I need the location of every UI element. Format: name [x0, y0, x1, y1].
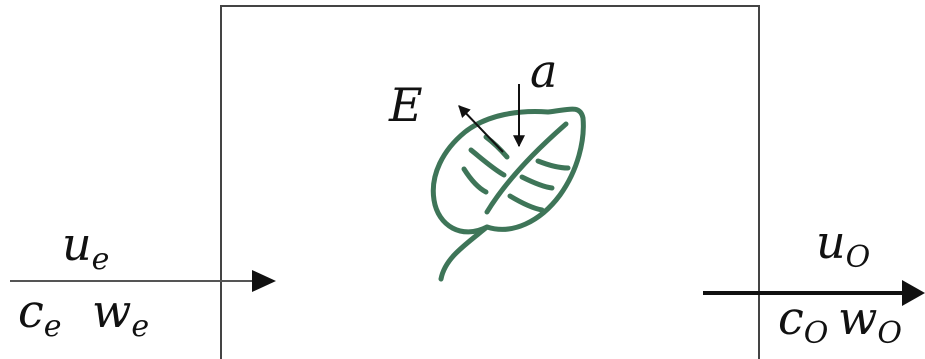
- outlet-arrowhead: [902, 280, 925, 306]
- label-outlet-concentration: cO: [778, 291, 828, 351]
- inlet-concentration-subscript: e: [44, 309, 62, 344]
- inlet-humidity-symbol: w: [92, 284, 131, 338]
- control-volume-box: [221, 6, 759, 359]
- label-inlet-concentration: ce: [18, 284, 62, 344]
- outlet-concentration-subscript: O: [804, 316, 829, 351]
- label-outlet-velocity: uO: [816, 215, 870, 275]
- leaf-icon: [433, 109, 583, 279]
- outlet-humidity-subscript: O: [877, 316, 902, 351]
- label-inlet-humidity: we: [92, 284, 149, 344]
- outlet-humidity-symbol: w: [838, 291, 877, 345]
- inlet-arrowhead: [252, 270, 276, 292]
- label-inlet-velocity: ue: [62, 217, 109, 277]
- inlet-concentration-symbol: c: [18, 284, 44, 338]
- inlet-velocity-symbol: u: [62, 217, 92, 271]
- outlet-concentration-symbol: c: [778, 291, 804, 345]
- outlet-velocity-symbol: u: [816, 215, 846, 269]
- label-outlet-humidity: wO: [838, 291, 902, 351]
- outlet-velocity-subscript: O: [846, 240, 871, 275]
- inlet-humidity-subscript: e: [131, 309, 149, 344]
- label-a: a: [530, 44, 557, 98]
- label-E: E: [388, 78, 423, 132]
- inlet-velocity-subscript: e: [92, 242, 110, 277]
